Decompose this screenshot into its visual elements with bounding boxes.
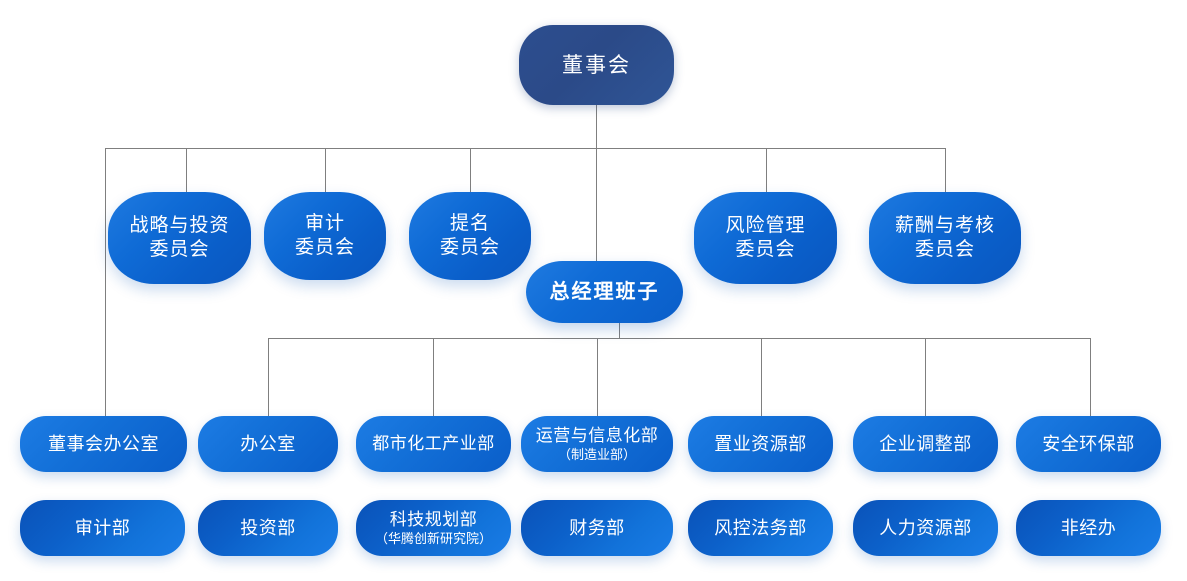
node-dept-finance[interactable]: 财务部	[521, 500, 673, 556]
node-label-line2: 委员会	[294, 237, 355, 258]
node-label-line1: 薪酬与考核	[894, 215, 995, 237]
node-committee-nomination[interactable]: 提名 委员会	[409, 192, 531, 280]
node-dept-non-operating[interactable]: 非经办	[1016, 500, 1161, 556]
node-label: 企业调整部	[879, 433, 972, 454]
node-label-line2: 委员会	[439, 237, 500, 258]
node-committee-risk-management[interactable]: 风险管理 委员会	[694, 192, 837, 284]
connector-drop-committee-3	[470, 148, 471, 192]
node-label: 非经办	[1060, 517, 1117, 538]
node-label: 人力资源部	[879, 517, 972, 538]
node-dept-board-office[interactable]: 董事会办公室	[20, 416, 187, 472]
node-label: 董事会	[562, 52, 631, 77]
node-label: 提名 委员会	[409, 212, 531, 260]
connector-board-bus	[105, 148, 946, 149]
node-committee-compensation-assessment[interactable]: 薪酬与考核 委员会	[869, 192, 1021, 284]
node-label-line2: 委员会	[149, 239, 210, 260]
connector-drop-dept-2	[433, 338, 434, 416]
node-dept-risk-control-legal[interactable]: 风控法务部	[688, 500, 833, 556]
connector-drop-board-office	[105, 148, 106, 416]
node-label-line2: 委员会	[735, 239, 796, 260]
node-committee-audit[interactable]: 审计 委员会	[264, 192, 386, 280]
connector-drop-dept-3	[597, 338, 598, 416]
node-label: 办公室	[240, 433, 296, 454]
node-label-line1: 科技规划部	[389, 509, 478, 529]
node-dept-investment[interactable]: 投资部	[198, 500, 338, 556]
node-label: 运营与信息化部 （制造业部）	[521, 425, 673, 464]
connector-drop-committee-5	[945, 148, 946, 192]
node-label-line2: （制造业部）	[557, 447, 636, 462]
node-general-manager-team[interactable]: 总经理班子	[526, 261, 683, 323]
node-label: 安全环保部	[1042, 433, 1135, 454]
node-dept-safety-environment[interactable]: 安全环保部	[1016, 416, 1161, 472]
node-label: 战略与投资 委员会	[108, 214, 251, 262]
node-label-line2: （华腾创新研究院）	[374, 531, 492, 546]
node-label: 风险管理 委员会	[694, 214, 837, 262]
connector-board-to-gm	[596, 148, 597, 261]
connector-drop-dept-4	[761, 338, 762, 416]
connector-drop-dept-5	[925, 338, 926, 416]
node-label-line1: 风险管理	[725, 215, 806, 237]
node-label: 科技规划部 （华腾创新研究院）	[356, 509, 511, 548]
node-label: 投资部	[240, 517, 296, 538]
node-dept-property-resources[interactable]: 置业资源部	[688, 416, 833, 472]
node-board-of-directors[interactable]: 董事会	[519, 25, 674, 105]
node-dept-enterprise-adjustment[interactable]: 企业调整部	[853, 416, 998, 472]
connector-board-down	[596, 105, 597, 148]
node-label: 董事会办公室	[48, 433, 159, 454]
connector-drop-dept-6	[1090, 338, 1091, 416]
node-dept-urban-chemical-industry[interactable]: 都市化工产业部	[356, 416, 511, 472]
node-dept-technology-planning[interactable]: 科技规划部 （华腾创新研究院）	[356, 500, 511, 556]
node-label: 置业资源部	[714, 433, 807, 454]
node-committee-strategy-investment[interactable]: 战略与投资 委员会	[108, 192, 251, 284]
node-label-line1: 战略与投资	[129, 215, 230, 237]
node-label-line2: 委员会	[914, 239, 975, 260]
connector-gm-down	[619, 322, 620, 338]
connector-gm-bus	[268, 338, 1090, 339]
node-label: 都市化工产业部	[372, 434, 495, 454]
node-label: 财务部	[569, 517, 625, 538]
node-dept-audit[interactable]: 审计部	[20, 500, 185, 556]
node-label: 总经理班子	[549, 280, 660, 303]
connector-drop-dept-1	[268, 338, 269, 416]
node-dept-operations-informatization[interactable]: 运营与信息化部 （制造业部）	[521, 416, 673, 472]
node-dept-human-resources[interactable]: 人力资源部	[853, 500, 998, 556]
node-label: 薪酬与考核 委员会	[869, 214, 1021, 262]
node-label-line1: 审计	[304, 213, 345, 235]
connector-drop-committee-1	[186, 148, 187, 192]
connector-drop-committee-2	[325, 148, 326, 192]
node-label: 风控法务部	[714, 517, 807, 538]
node-dept-office[interactable]: 办公室	[198, 416, 338, 472]
node-label: 审计部	[74, 517, 131, 538]
connector-drop-committee-4	[766, 148, 767, 192]
node-label-line1: 提名	[449, 213, 490, 235]
node-label: 审计 委员会	[264, 212, 386, 260]
node-label-line1: 运营与信息化部	[535, 425, 659, 445]
